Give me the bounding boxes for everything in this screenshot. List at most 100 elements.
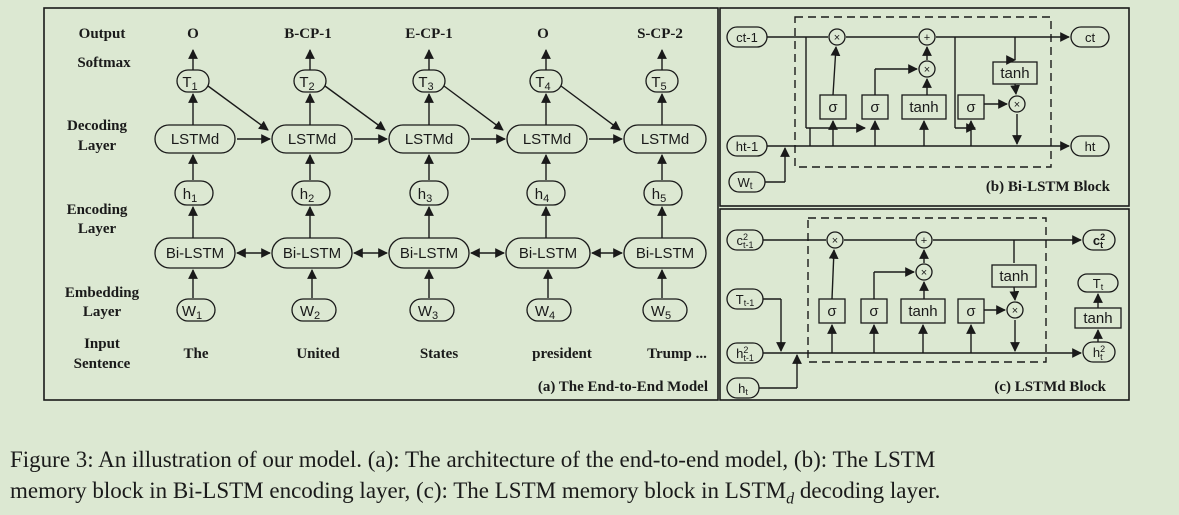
row-label-input-sentence: Sentence — [74, 356, 131, 372]
encoder-bilstm-label: Bi-LSTM — [636, 245, 694, 262]
input-word: president — [532, 346, 592, 362]
hidden-node — [291, 180, 331, 206]
tag-feedback-link — [560, 85, 621, 131]
embedding-node — [176, 298, 216, 322]
encoder-bilstm-label: Bi-LSTM — [519, 245, 577, 262]
hidden-node-label: h1 — [183, 186, 197, 205]
panel-b-frame — [719, 7, 1130, 207]
output-tag: O — [187, 26, 199, 42]
softmax-node-label: T2 — [299, 74, 314, 93]
memory-cell-boundary — [807, 217, 1047, 363]
hidden-node-label: h3 — [418, 186, 432, 205]
panel-c-title: (c) LSTMd Block — [994, 379, 1106, 395]
panel-a-title: (a) The End-to-End Model — [538, 379, 708, 395]
forget-multiply-op — [826, 231, 844, 249]
embedding-node-label: W4 — [535, 303, 555, 322]
hidden-node — [174, 180, 214, 206]
softmax-node — [645, 69, 679, 93]
hidden-node — [526, 180, 566, 206]
hidden-node-label: h2 — [300, 186, 314, 205]
input-multiply-op — [915, 263, 933, 281]
svg-text:×: × — [921, 267, 927, 279]
row-label-decoding-layer: Layer — [78, 138, 117, 154]
svg-text:σ: σ — [869, 303, 879, 320]
decoder-lstmd-label: LSTMd — [405, 131, 453, 148]
svg-text:tanh: tanh — [1000, 65, 1029, 82]
hidden-node — [643, 180, 683, 206]
decoder-lstmd-node — [506, 124, 588, 154]
embedding-node — [526, 298, 572, 322]
model-illustration: Output Softmax Decoding Layer Encoding L… — [43, 7, 1130, 401]
softmax-node — [529, 69, 563, 93]
cell-add-op — [918, 28, 936, 46]
decoder-lstmd-label: LSTMd — [641, 131, 689, 148]
svg-text:tanh: tanh — [908, 303, 937, 320]
decoder-lstmd-label: LSTMd — [288, 131, 336, 148]
svg-text:σ: σ — [966, 99, 976, 116]
svg-text:σ: σ — [966, 303, 976, 320]
tag-feedback-link — [443, 85, 504, 131]
svg-text:×: × — [832, 235, 838, 247]
embedding-node — [291, 298, 337, 322]
input-multiply-op — [918, 60, 936, 78]
c-out-label: ct — [1085, 30, 1096, 45]
encoder-bilstm-node — [388, 237, 470, 269]
row-label-embedding-layer: Layer — [83, 304, 122, 320]
panel-b-bilstm-block: ct-1 ct ht-1 ht Wt × + × × σ σ tanh — [719, 7, 1130, 207]
softmax-node-label: T4 — [535, 74, 550, 93]
input-gate-sigma — [861, 94, 889, 120]
decoder-lstmd-node — [271, 124, 353, 154]
svg-text:+: + — [921, 235, 927, 247]
row-label-input: Input — [84, 336, 120, 352]
h-in-label: ht — [738, 381, 748, 397]
panel-b-title: (b) Bi-LSTM Block — [986, 179, 1111, 195]
tag-feedback-link — [324, 85, 386, 131]
input-word: Trump ... — [647, 346, 707, 362]
caption-line-2: memory block in Bi-LSTM encoding layer, … — [10, 478, 941, 508]
cell-add-op — [915, 231, 933, 249]
c-out-node — [1082, 229, 1116, 251]
output-multiply-op — [1008, 95, 1026, 113]
decoder-lstmd-node — [388, 124, 470, 154]
column-3: E-CP-1 T3 LSTMd h3 Bi-LSTM W3 States — [388, 26, 470, 362]
figure-caption: Figure 3: An illustration of our model. … — [10, 444, 1175, 515]
svg-text:σ: σ — [827, 303, 837, 320]
decoder-lstmd-label: LSTMd — [171, 131, 219, 148]
h-out-label: ht — [1085, 139, 1096, 154]
t-out-label: Tt — [1093, 276, 1104, 292]
caption-line-1: Figure 3: An illustration of our model. … — [10, 447, 936, 472]
svg-text:tanh: tanh — [1083, 310, 1112, 327]
candidate-tanh — [900, 298, 946, 324]
encoder-bilstm-node — [623, 237, 707, 269]
input-word: The — [183, 346, 208, 362]
output-tag: O — [537, 26, 549, 42]
decoder-lstmd-label: LSTMd — [523, 131, 571, 148]
encoder-bilstm-label: Bi-LSTM — [400, 245, 458, 262]
column-2: B-CP-1 T2 LSTMd h2 Bi-LSTM W2 United — [271, 26, 353, 362]
output-gate-sigma — [957, 94, 985, 120]
decoder-lstmd-node — [623, 124, 707, 154]
c-out-node — [1070, 26, 1110, 48]
output-multiply-op — [1006, 301, 1024, 319]
tag-feedback-link — [207, 85, 269, 131]
encoder-bilstm-node — [505, 237, 591, 269]
h-out-node — [1070, 135, 1110, 157]
column-1: O T1 LSTMd h1 Bi-LSTM W1 The — [154, 26, 236, 362]
output-tag: E-CP-1 — [405, 26, 453, 42]
softmax-node-label: T5 — [651, 74, 666, 93]
w-in-label: Wt — [737, 175, 752, 192]
candidate-tanh — [901, 94, 947, 120]
softmax-node — [293, 69, 327, 93]
input-gate-sigma — [860, 298, 888, 324]
output-tag: S-CP-2 — [637, 26, 683, 42]
output-tag: B-CP-1 — [284, 26, 332, 42]
row-label-output: Output — [79, 26, 126, 42]
softmax-node-label: T3 — [418, 74, 433, 93]
svg-text:×: × — [1014, 99, 1020, 111]
c-prev-label: ct-1 — [736, 30, 758, 45]
output-gate-sigma — [957, 298, 985, 324]
